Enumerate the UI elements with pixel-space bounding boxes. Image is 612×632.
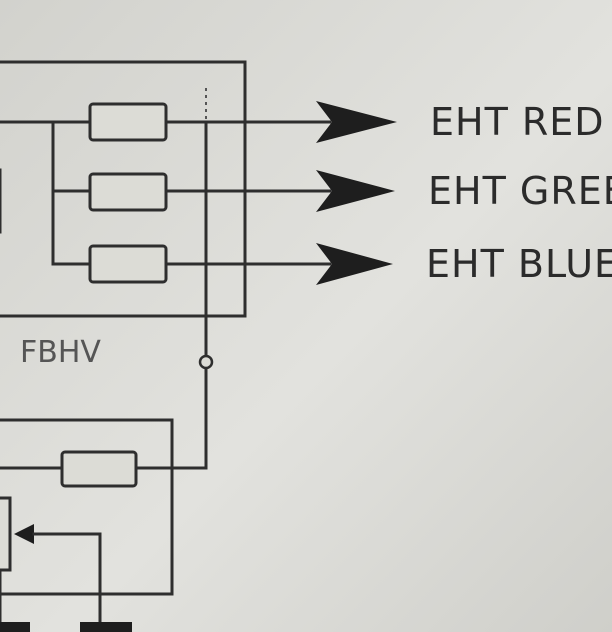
fbhv-block-outline xyxy=(0,60,247,318)
terminal-left xyxy=(0,622,30,632)
junction-node xyxy=(198,354,214,370)
wiper-arrow xyxy=(14,524,34,544)
output-label-green: EHT GREEN xyxy=(428,169,612,213)
arrow-green xyxy=(316,170,395,212)
resistor-green xyxy=(88,172,168,212)
resistor-red xyxy=(88,102,168,142)
output-label-blue: EHT BLUE xyxy=(426,242,612,286)
wiper-wire xyxy=(32,532,102,632)
output-label-red: EHT RED xyxy=(430,100,605,144)
terminal-right xyxy=(80,622,132,632)
lower-block-outline xyxy=(0,418,174,596)
resistor-blue xyxy=(88,244,168,284)
potentiometer xyxy=(0,496,12,572)
arrow-blue xyxy=(316,243,393,285)
arrow-red xyxy=(316,101,397,143)
resistor-lower xyxy=(60,450,138,488)
fbhv-label: FBHV xyxy=(20,335,101,370)
